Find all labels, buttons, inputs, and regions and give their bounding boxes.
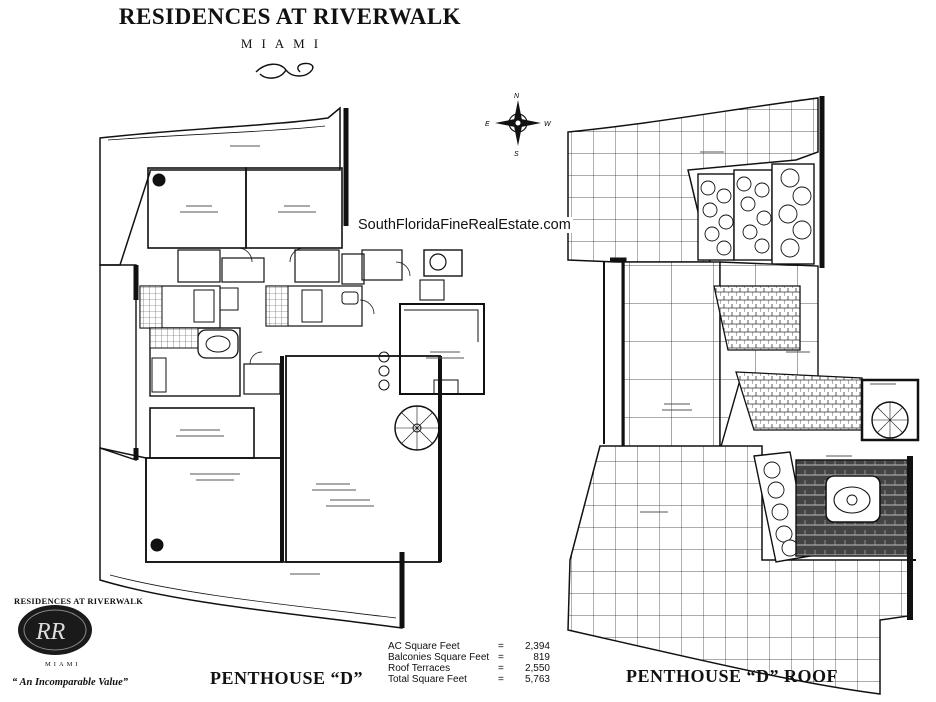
watermark-text: SouthFloridaFineRealEstate.com (356, 217, 573, 233)
square-footage-table: AC Square Feet = 2,394 Balconies Square … (388, 641, 550, 685)
roof-plan-label: PENTHOUSE “D” ROOF (626, 666, 839, 686)
stat-row: Roof Terraces = 2,550 (388, 663, 550, 674)
compass-rose-icon (495, 100, 541, 146)
compass-n: N (514, 93, 520, 100)
roof-plan (567, 96, 920, 695)
penthouse-plan-label: PENTHOUSE “D” (210, 668, 364, 688)
ornament-flourish (255, 62, 314, 79)
logo-tagline: “ An Incomparable Value” (12, 677, 129, 688)
riverwalk-logo: RR (18, 605, 92, 655)
logo-monogram: RR (35, 619, 66, 645)
page-subtitle: MIAMI (240, 36, 328, 51)
logo-city: MIAMI (45, 661, 81, 668)
logo-title: RESIDENCES AT RIVERWALK (14, 596, 144, 606)
compass-e: E (485, 121, 490, 128)
compass-s: S (514, 151, 519, 158)
stat-row: AC Square Feet = 2,394 (388, 641, 550, 652)
page-title: RESIDENCES AT RIVERWALK (118, 4, 462, 29)
penthouse-plan (99, 106, 485, 629)
compass-w: W (544, 121, 552, 128)
stat-row: Balconies Square Feet = 819 (388, 652, 550, 663)
stat-row: Total Square Feet = 5,763 (388, 674, 550, 685)
